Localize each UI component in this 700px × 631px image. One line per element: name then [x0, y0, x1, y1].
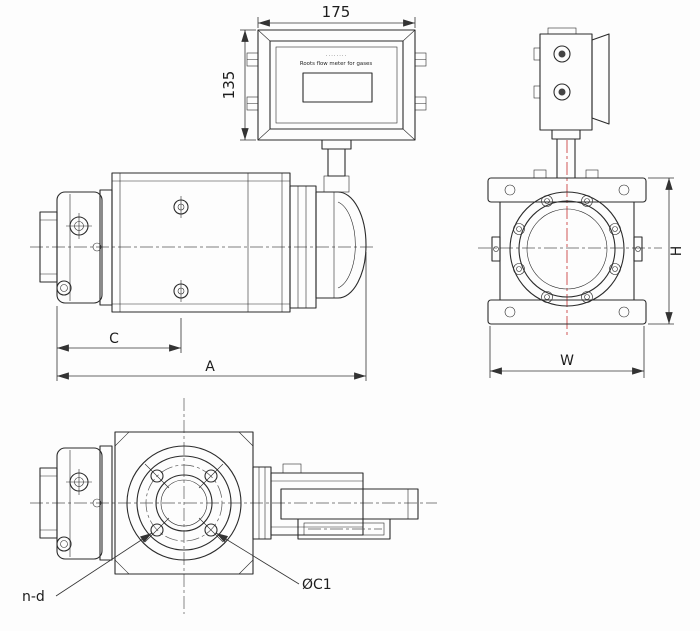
dim-c: C	[56, 306, 182, 381]
dim-label-135: 135	[220, 71, 238, 100]
dim-label-a: A	[205, 359, 215, 375]
meter-bottom-view	[39, 431, 419, 575]
dim-label-h: H	[669, 246, 685, 257]
label-n-d: n-d	[22, 589, 45, 605]
leader-bolt-holes: n-d	[22, 532, 153, 605]
leader-bolt-circle-dia: ØC1	[215, 532, 332, 593]
meter-side-view	[487, 27, 647, 325]
centerlines	[30, 140, 662, 614]
side-view-bolts	[513, 195, 621, 303]
meter-front-view	[39, 172, 367, 313]
counter-head-front-view: · · · · · · · · Roots flow meter for gas…	[246, 29, 427, 193]
bolt-circle	[145, 464, 223, 542]
display-title: Roots flow meter for gases	[300, 61, 372, 67]
dim-label-c: C	[109, 331, 119, 347]
dim-label-w: W	[560, 353, 574, 369]
dim-h: H	[648, 177, 685, 325]
display-brand-line: · · · · · · · ·	[326, 53, 346, 58]
bottom-view-bolt-holes	[144, 463, 224, 543]
dim-counter-width: 175	[257, 3, 416, 28]
dim-a: A	[57, 252, 367, 381]
dim-label-175: 175	[322, 3, 351, 21]
label-c1: ØC1	[302, 577, 332, 593]
lcd-window	[302, 72, 373, 103]
dim-counter-height: 135	[220, 29, 256, 141]
dim-w: W	[489, 326, 645, 378]
